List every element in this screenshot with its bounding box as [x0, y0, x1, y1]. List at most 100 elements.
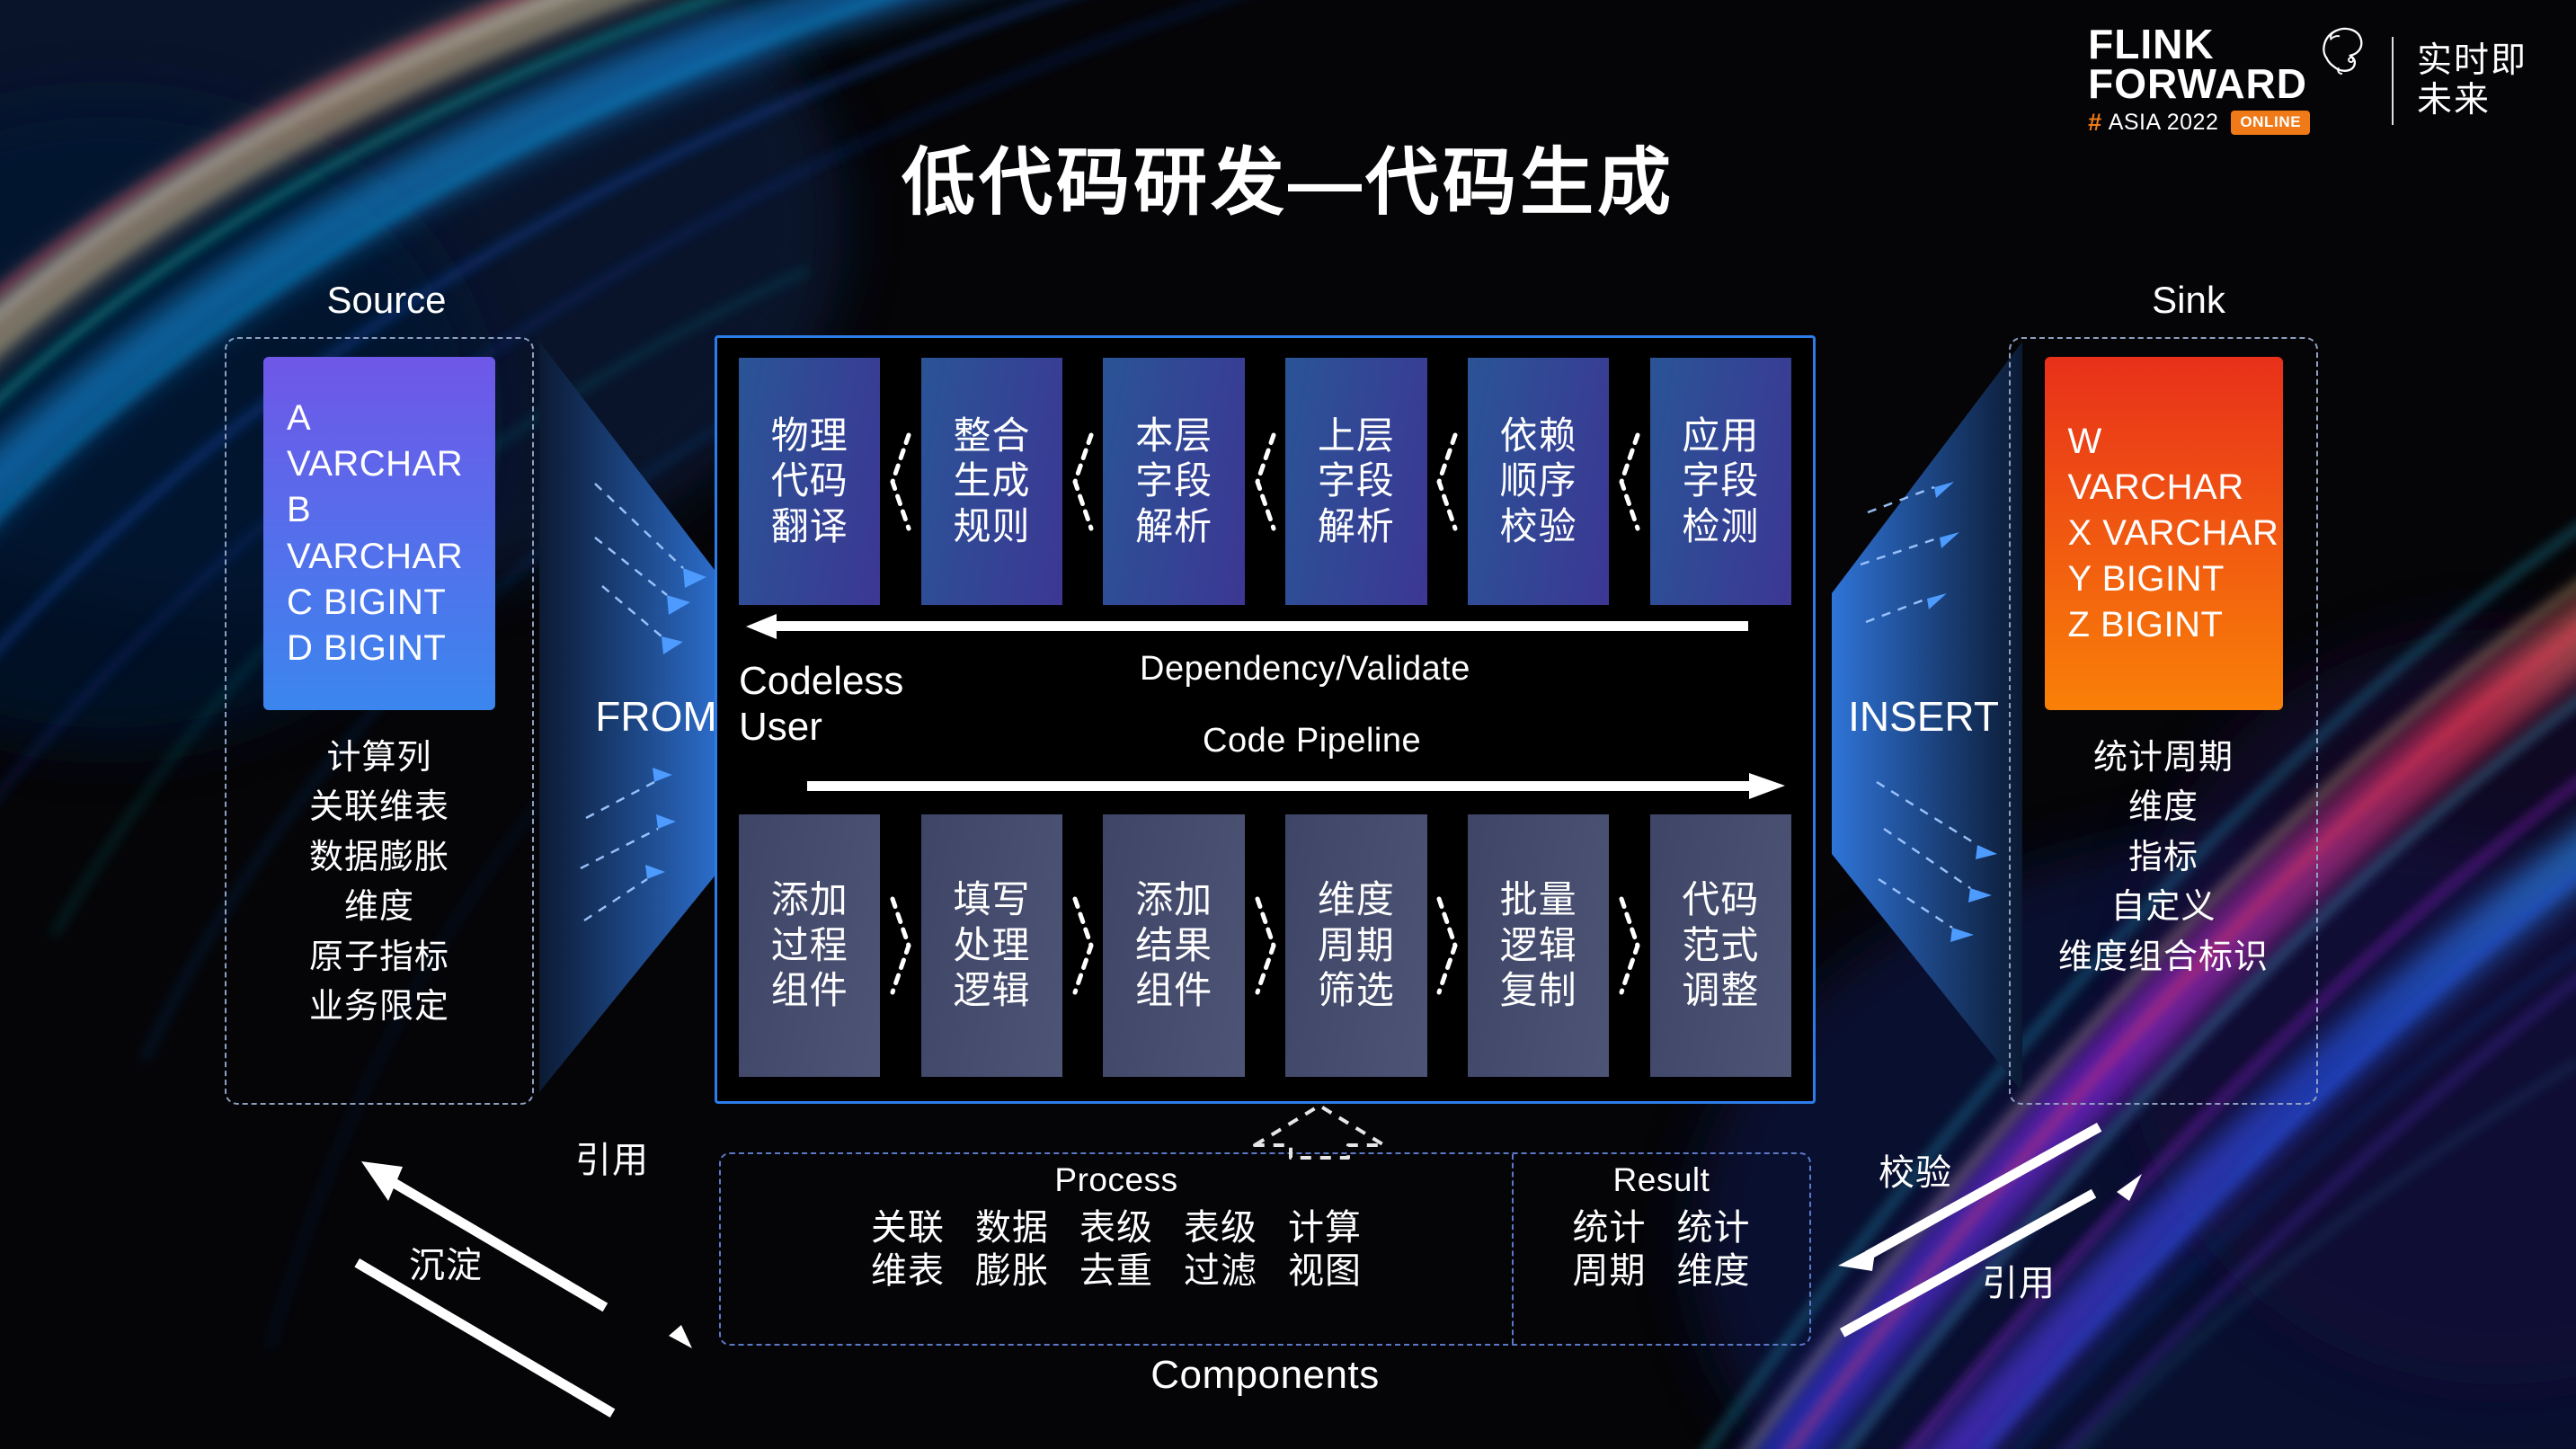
chevron-right-icon: [1062, 814, 1103, 1077]
builder-step[interactable]: 批量逻辑复制: [1467, 814, 1610, 1077]
component-chip[interactable]: 关联维表: [871, 1208, 945, 1291]
code-pipeline-label: Code Pipeline: [1203, 722, 1422, 760]
pipeline-step[interactable]: 上层字段解析: [1285, 358, 1427, 605]
list-item: 关联维表: [308, 788, 449, 827]
hash-icon: #: [2088, 108, 2102, 136]
insert-funnel: [1832, 342, 2022, 1092]
codeless-build-row: 添加过程组件 填写处理逻辑 添加结果组件 维度周期筛选 批量逻辑复制 代码范式调…: [739, 814, 1792, 1077]
left-lower-relation-label: 沉淀: [409, 1246, 483, 1285]
dependency-validate-label: Dependency/Validate: [1140, 650, 1470, 688]
result-section: Result 统计周期 统计维度: [1512, 1154, 1809, 1344]
sink-panel: W VARCHAR X VARCHAR Y BIGINT Z BIGINT 统计…: [2009, 337, 2318, 1105]
logo-slogan-line1: 实时即: [2416, 41, 2527, 81]
list-item: 计算列: [326, 739, 432, 777]
sink-schema-row: X VARCHAR: [2067, 512, 2279, 553]
arrow-pair: [746, 614, 1785, 799]
component-chip[interactable]: 数据膨胀: [975, 1208, 1049, 1291]
insert-label: INSERT: [1848, 693, 1999, 740]
builder-step[interactable]: 添加过程组件: [739, 814, 881, 1077]
pipeline-direction-arrows: Codeless User Dependency/Validate Code P…: [717, 612, 1813, 805]
source-schema-row: D BIGINT: [287, 627, 447, 668]
logo-edition: ASIA 2022: [2108, 109, 2219, 135]
source-schema-row: C BIGINT: [287, 582, 447, 622]
code-pipeline-panel: 物理代码翻译 整合生成规则 本层字段解析 上层字段解析 依赖顺序校验 应用字段检…: [715, 335, 1816, 1104]
page-title: 低代码研发—代码生成: [901, 142, 1674, 224]
right-lower-relation-label: 引用: [1982, 1264, 2056, 1303]
list-item: 业务限定: [308, 988, 449, 1027]
source-schema-row: B VARCHAR: [287, 490, 464, 576]
from-label: FROM: [595, 693, 717, 740]
flink-forward-logo: FLINK FORWARD # ASIA 2022 ONLINE 实时即 未来: [2088, 21, 2527, 137]
right-relation-arrows: [1838, 1122, 2142, 1338]
dependency-validate-row: 物理代码翻译 整合生成规则 本层字段解析 上层字段解析 依赖顺序校验 应用字段检…: [739, 358, 1792, 605]
list-item: 维度组合标识: [2057, 938, 2269, 976]
process-title: Process: [1054, 1161, 1178, 1198]
source-attribute-list: 计算列 关联维表 数据膨胀 维度 原子指标 业务限定: [309, 733, 449, 1033]
source-schema-box: A VARCHAR B VARCHAR C BIGINT D BIGINT: [263, 357, 495, 710]
process-section: Process 关联维表 数据膨胀 表级去重 表级过滤 计算视图: [721, 1154, 1512, 1344]
components-caption: Components: [1150, 1353, 1380, 1397]
sink-schema-row: W VARCHAR: [2067, 421, 2244, 507]
right-upper-relation-label: 校验: [1879, 1153, 1952, 1193]
pipeline-step[interactable]: 依赖顺序校验: [1467, 358, 1610, 605]
component-chip[interactable]: 表级过滤: [1184, 1208, 1257, 1291]
builder-step[interactable]: 填写处理逻辑: [920, 814, 1063, 1077]
chevron-left-icon: [1427, 358, 1468, 605]
chevron-left-icon: [1062, 358, 1103, 605]
left-upper-relation-label: 引用: [575, 1141, 649, 1180]
logo-slogan: 实时即 未来: [2417, 41, 2527, 120]
component-chip[interactable]: 统计周期: [1572, 1208, 1647, 1291]
logo-edition-row: # ASIA 2022 ONLINE: [2088, 108, 2311, 137]
pipeline-step[interactable]: 本层字段解析: [1103, 358, 1245, 605]
codeless-user-line1: Codeless: [739, 659, 904, 703]
chevron-left-icon: [1245, 358, 1285, 605]
chevron-right-icon: [1245, 814, 1285, 1077]
result-title: Result: [1612, 1161, 1710, 1198]
codeless-user-label: Codeless User: [739, 659, 903, 750]
list-item: 维度: [2127, 788, 2198, 827]
logo-divider: [2391, 36, 2394, 125]
builder-step[interactable]: 代码范式调整: [1649, 814, 1792, 1077]
sink-schema-row: Y BIGINT: [2067, 559, 2225, 600]
list-item: 指标: [2127, 838, 2198, 876]
sink-schema-box: W VARCHAR X VARCHAR Y BIGINT Z BIGINT: [2044, 357, 2283, 710]
list-item: 自定义: [2110, 888, 2216, 927]
from-funnel: [539, 342, 733, 1092]
component-chip[interactable]: 计算视图: [1288, 1208, 1362, 1291]
chevron-right-icon: [1427, 814, 1468, 1077]
builder-step[interactable]: 维度周期筛选: [1285, 814, 1427, 1077]
pipeline-step[interactable]: 整合生成规则: [920, 358, 1063, 605]
logo-text-block: FLINK FORWARD # ASIA 2022 ONLINE: [2088, 21, 2368, 137]
logo-wordmark: FLINK FORWARD: [2088, 21, 2368, 108]
chevron-left-icon: [880, 358, 920, 605]
components-up-arrow-icon: [1253, 1104, 1386, 1160]
list-item: 原子指标: [308, 938, 449, 976]
squirrel-icon: [2323, 27, 2363, 76]
list-item: 数据膨胀: [308, 838, 449, 876]
logo-slogan-line2: 未来: [2416, 80, 2491, 120]
pipeline-step[interactable]: 物理代码翻译: [739, 358, 881, 605]
chevron-right-icon: [1609, 814, 1649, 1077]
source-schema-row: A VARCHAR: [287, 397, 464, 484]
sink-label: Sink: [2152, 279, 2225, 321]
components-panel: Process 关联维表 数据膨胀 表级去重 表级过滤 计算视图 Result …: [719, 1152, 1811, 1346]
codeless-user-line2: User: [739, 704, 822, 749]
result-items: 统计周期 统计维度: [1573, 1206, 1751, 1293]
component-chip[interactable]: 表级去重: [1079, 1208, 1153, 1291]
logo-line-forward: FORWARD: [2088, 60, 2307, 108]
source-label: Source: [326, 279, 447, 321]
builder-step[interactable]: 添加结果组件: [1103, 814, 1245, 1077]
chevron-right-icon: [880, 814, 920, 1077]
process-items: 关联维表 数据膨胀 表级去重 表级过滤 计算视图: [871, 1206, 1362, 1293]
list-item: 维度: [343, 888, 414, 927]
online-badge: ONLINE: [2231, 110, 2311, 135]
sink-attribute-list: 统计周期 维度 指标 自定义 维度组合标识: [2058, 733, 2269, 982]
component-chip[interactable]: 统计维度: [1676, 1208, 1751, 1291]
pipeline-step[interactable]: 应用字段检测: [1649, 358, 1792, 605]
left-relation-arrows: [354, 1161, 692, 1418]
source-panel: A VARCHAR B VARCHAR C BIGINT D BIGINT 计算…: [225, 337, 534, 1105]
sink-schema-row: Z BIGINT: [2067, 605, 2224, 645]
chevron-left-icon: [1609, 358, 1649, 605]
logo-line-flink: FLINK: [2088, 21, 2215, 67]
list-item: 统计周期: [2092, 739, 2234, 777]
